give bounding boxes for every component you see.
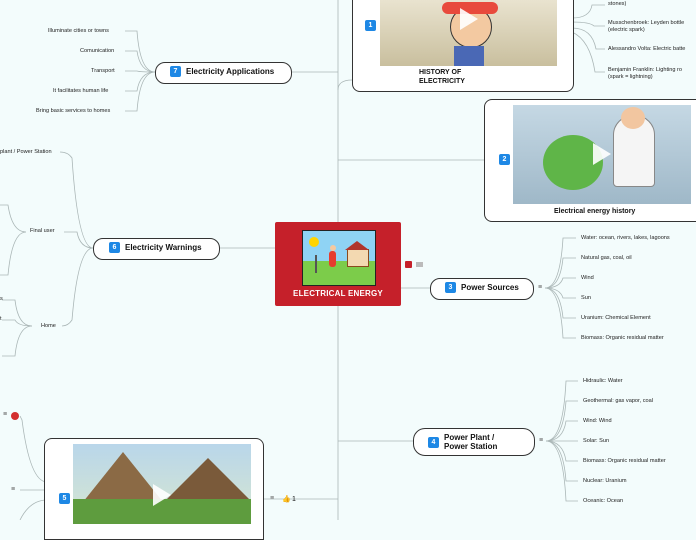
thumbs-up-icon[interactable]: 👍 (282, 496, 291, 503)
plant-leaf-solar[interactable]: Solar: Sun (583, 438, 610, 444)
plant-leaf-geothermal[interactable]: Geothermal: gas vapor, coal (583, 398, 653, 404)
central-topic[interactable]: ELECTRICAL ENERGY (275, 222, 401, 306)
app-leaf-comunication[interactable]: Comunication (80, 48, 115, 54)
notes-icon[interactable]: ≡ (270, 495, 275, 502)
source-leaf-water[interactable]: Water: ocean, rivers, lakes, lagoons (581, 235, 670, 241)
power-plant-text-line2: Power Station (444, 442, 498, 452)
applications-node[interactable] (155, 62, 292, 84)
source-leaf-uranium[interactable]: Uranium: Chemical Element (581, 315, 651, 321)
history-caption-line2: ELECTRICITY (419, 78, 465, 85)
notes-icon[interactable] (405, 261, 412, 268)
warnings-label: 6 Electricity Warnings (109, 242, 202, 253)
energy-history-video-thumbnail[interactable] (513, 105, 691, 204)
plant-leaf-nuclear[interactable]: Nuclear: Uranium (583, 478, 627, 484)
notes-icon[interactable]: ≡ (3, 411, 8, 418)
history-leaf-franklin[interactable]: Benjamin Franklin: Lighting ro (608, 67, 682, 73)
history-badge: 1 (365, 20, 376, 31)
notes-icon[interactable]: ≡ (538, 284, 543, 291)
history-leaf-spark[interactable]: (electric spark) (608, 27, 645, 33)
play-icon[interactable] (460, 8, 478, 30)
central-title: ELECTRICAL ENERGY (293, 289, 383, 298)
power-sources-text: Power Sources (461, 283, 519, 292)
history-leaf-musschenbroek[interactable]: Musschenbroek: Leyden bottle (608, 20, 685, 26)
plant-leaf-hidraulic[interactable]: Hidraulic: Water (583, 378, 623, 384)
source-leaf-biomass[interactable]: Biomass: Organic residual matter (581, 335, 664, 341)
app-leaf-human-life[interactable]: It facilitates human life (53, 88, 109, 94)
marker-5-icon (11, 412, 19, 420)
notes-icon[interactable]: ≡ (539, 437, 544, 444)
power-plant-badge: 4 (428, 436, 439, 448)
notes-icon[interactable]: ≡ (11, 486, 16, 493)
history-leaf-stones[interactable]: stones) (608, 1, 627, 7)
like-count: 1 (292, 496, 296, 503)
connector-lines (0, 0, 605, 520)
plant-leaf-wind[interactable]: Wind: Wind (583, 418, 612, 424)
app-leaf-transport[interactable]: Transport (91, 68, 115, 74)
warning-leaf-t[interactable]: t (0, 316, 2, 322)
applications-label: 7 Electricity Applications (170, 66, 274, 77)
history-leaf-lightning[interactable]: (spark = lightning) (608, 74, 653, 80)
energy-history-badge: 2 (499, 154, 510, 165)
warnings-badge: 6 (109, 242, 120, 253)
power-plant-text-line1: Power Plant / (444, 433, 495, 442)
attachment-icon[interactable] (416, 262, 423, 267)
energy-history-caption: Electrical energy history (554, 208, 636, 215)
video5-thumbnail[interactable] (73, 444, 251, 524)
app-leaf-basic-services[interactable]: Bring basic services to homes (36, 108, 111, 114)
history-caption-line1: HISTORY OF (419, 69, 462, 76)
history-video-thumbnail[interactable] (380, 0, 557, 66)
history-leaf-volta[interactable]: Alessandro Volta: Electric batte (608, 46, 686, 52)
plant-leaf-biomass[interactable]: Biomass: Organic residual matter (583, 458, 666, 464)
power-plant-label: 4 Power Plant / Power Station (428, 433, 497, 451)
play-icon[interactable] (593, 143, 611, 165)
play-icon[interactable] (153, 484, 171, 506)
video5-badge: 5 (59, 493, 70, 504)
applications-text: Electricity Applications (186, 67, 275, 76)
applications-badge: 7 (170, 66, 181, 77)
source-leaf-wind[interactable]: Wind (581, 275, 594, 281)
warning-leaf-final-user[interactable]: Final user (30, 228, 55, 234)
warning-leaf-plant[interactable]: plant / Power Station (0, 149, 52, 155)
warning-leaf-s[interactable]: s (0, 296, 3, 302)
power-sources-node[interactable] (430, 278, 534, 300)
central-illustration (302, 230, 376, 286)
power-sources-label: 3 Power Sources (445, 282, 519, 293)
plant-leaf-oceanic[interactable]: Oceanic: Ocean (583, 498, 624, 504)
app-leaf-illuminate[interactable]: Illuminate cities or towns (48, 28, 109, 34)
source-leaf-gas[interactable]: Natural gas, coal, oil (581, 255, 632, 261)
power-sources-badge: 3 (445, 282, 456, 293)
warning-leaf-home[interactable]: Home (41, 323, 56, 329)
warnings-node[interactable] (93, 238, 220, 260)
source-leaf-sun[interactable]: Sun (581, 295, 591, 301)
warnings-text: Electricity Warnings (125, 243, 202, 252)
